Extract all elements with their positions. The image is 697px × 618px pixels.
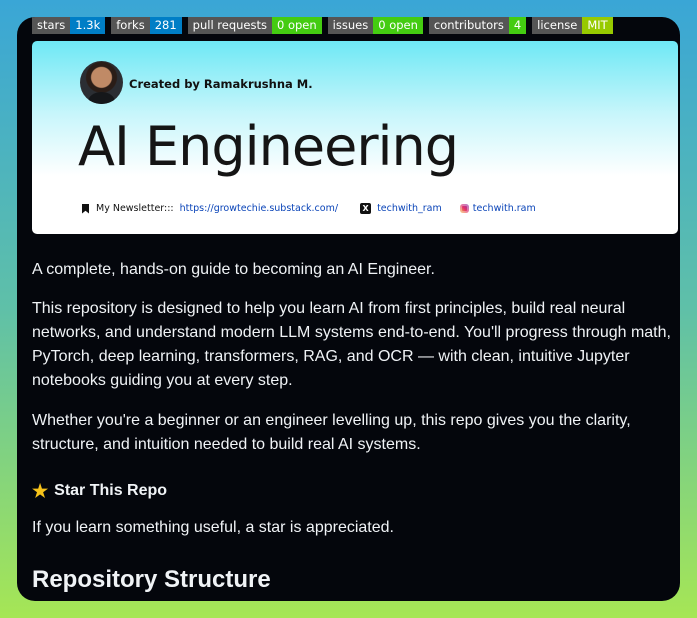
instagram-icon	[459, 204, 469, 213]
badge-value: 0 open	[373, 17, 423, 34]
pull-requests-badge[interactable]: pull requests 0 open	[187, 17, 322, 34]
intro-text: A complete, hands-on guide to becoming a…	[32, 261, 435, 278]
avatar	[80, 61, 123, 104]
contributors-badge[interactable]: contributors 4	[428, 17, 527, 34]
badge-value: 0 open	[272, 17, 322, 34]
badge-value: 1.3k	[70, 17, 106, 34]
badge-key: forks	[111, 17, 150, 34]
readme-card: stars 1.3k forks 281 pull requests 0 ope…	[17, 17, 680, 601]
banner-title: AI Engineering	[78, 115, 459, 178]
bookmark-icon	[82, 203, 89, 214]
stars-badge[interactable]: stars 1.3k	[32, 17, 106, 34]
star-heading-text: Star This Repo	[54, 482, 168, 499]
badge-key: issues	[327, 17, 374, 34]
badge-value: 4	[508, 17, 527, 34]
star-icon: ★	[32, 481, 49, 501]
star-heading: ★ Star This Repo	[32, 479, 167, 503]
structure-heading: Repository Structure	[32, 566, 271, 593]
badge-key: license	[532, 17, 583, 34]
x-handle-link[interactable]: techwith_ram	[377, 203, 442, 214]
newsletter-link[interactable]: https://growtechie.substack.com/	[179, 203, 339, 214]
badge-value: MIT	[582, 17, 613, 34]
audience-text: Whether you're a beginner or an engineer…	[32, 412, 631, 453]
header-banner: Created by Ramakrushna M. AI Engineering…	[32, 41, 678, 234]
instagram-handle-link[interactable]: techwith.ram	[472, 203, 536, 214]
newsletter-label: My Newsletter:::	[96, 203, 174, 214]
forks-badge[interactable]: forks 281	[111, 17, 182, 34]
created-by: Created by Ramakrushna M.	[129, 77, 313, 91]
banner-links: My Newsletter::: https://growtechie.subs…	[82, 203, 536, 214]
badge-row: stars 1.3k forks 281 pull requests 0 ope…	[32, 17, 613, 34]
x-logo-icon: X	[360, 203, 372, 214]
badge-key: pull requests	[187, 17, 272, 34]
description-text: This repository is designed to help you …	[32, 300, 671, 389]
badge-value: 281	[149, 17, 182, 34]
issues-badge[interactable]: issues 0 open	[327, 17, 423, 34]
badge-key: contributors	[428, 17, 509, 34]
star-text: If you learn something useful, a star is…	[32, 519, 394, 536]
license-badge[interactable]: license MIT	[532, 17, 613, 34]
badge-key: stars	[32, 17, 71, 34]
